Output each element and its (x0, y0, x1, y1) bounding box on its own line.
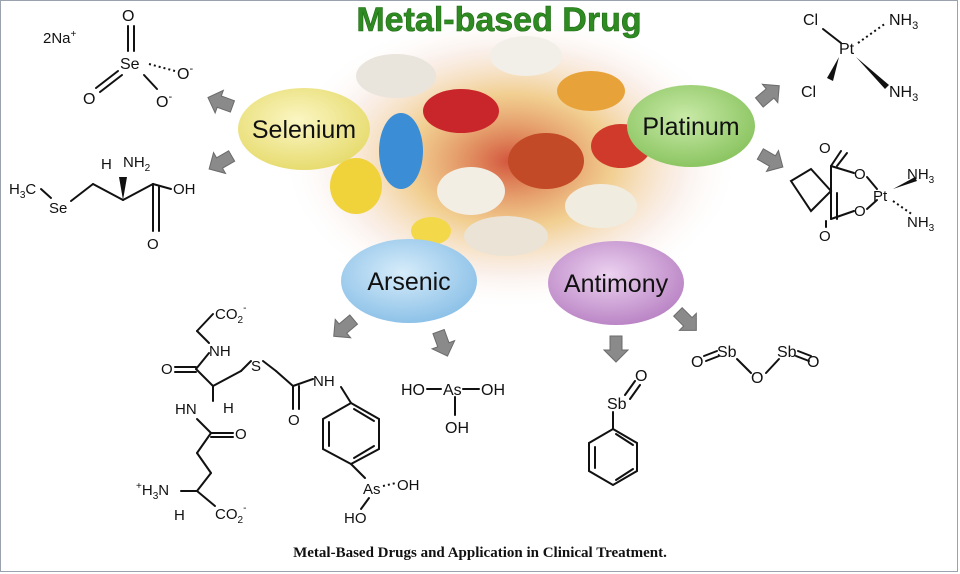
arrow-selenium-selenite (207, 89, 236, 115)
selenium-node: Selenium (238, 88, 370, 170)
darinaparsin-ho: HO (344, 510, 367, 527)
selenite-bottom-o: O- (156, 91, 172, 111)
antimony-label: Antimony (564, 270, 669, 298)
arrow-antimony-trioxide (672, 306, 697, 331)
darinaparsin-nh-mid: NH (313, 373, 335, 390)
carboplatin-o-bottom: O (819, 228, 831, 245)
sodium-selenite-structure: 2Na+ O Se O O- O- (43, 8, 193, 111)
phenylstibine-structure: Sb O (588, 368, 647, 487)
arsenous-oh-bottom: OH (445, 420, 469, 437)
arsenic-node: Arsenic (341, 239, 477, 323)
darinaparsin-nh-top: NH (209, 343, 231, 360)
selenomethionine-h: H (101, 156, 112, 173)
figure-caption: Metal-Based Drugs and Application in Cli… (293, 545, 667, 561)
platinum-node: Platinum (627, 85, 755, 167)
selenite-se: Se (120, 56, 140, 73)
arrow-arsenic-arsenous (430, 328, 456, 357)
selenomethionine-se: Se (49, 200, 67, 217)
darinaparsin-co2-bottom: CO2- (215, 503, 246, 526)
arrow-platinum-cisplatin (754, 83, 780, 108)
carboplatin-o-ring-bottom: O (854, 203, 866, 220)
selenium-label: Selenium (252, 116, 356, 144)
selenite-right-o: O- (177, 63, 193, 83)
cisplatin-pt: Pt (839, 41, 855, 58)
phenylstibine-sb: Sb (607, 396, 627, 413)
darinaparsin-oh: OH (397, 477, 420, 494)
selenomethionine-nh2: NH2 (123, 154, 151, 174)
phenylstibine-o: O (635, 368, 647, 385)
carboplatin-nh3-top: NH3 (907, 166, 935, 186)
arsenous-acid-structure: HO As OH OH (401, 382, 505, 437)
darinaparsin-hn: HN (175, 401, 197, 418)
darinaparsin-structure: CO2- NH O S O NH As OH HO H HN (136, 303, 420, 527)
carboplatin-structure: O O O O Pt NH3 NH3 (789, 140, 935, 245)
cisplatin-structure: Cl NH3 Pt Cl NH3 (801, 12, 918, 104)
darinaparsin-as: As (363, 481, 381, 498)
carboplatin-nh3-bottom: NH3 (907, 214, 935, 234)
platinum-label: Platinum (642, 113, 739, 141)
darinaparsin-h-lower: H (174, 507, 185, 524)
arrow-antimony-phenylstibine (602, 335, 630, 363)
selenomethionine-structure: H3C Se H NH2 OH O (9, 154, 196, 253)
selenomethionine-oh: OH (173, 181, 196, 198)
selenomethionine-h3c: H3C (9, 181, 36, 201)
darinaparsin-nh3: +H3N (136, 481, 169, 502)
trioxide-sb-left: Sb (717, 344, 737, 361)
darinaparsin-o-mid: O (288, 412, 300, 429)
darinaparsin-co2-top: CO2- (215, 303, 246, 326)
darinaparsin-o-left: O (161, 361, 173, 378)
arrow-arsenic-darinaparsin (333, 314, 359, 339)
pills-image (281, 11, 741, 311)
darinaparsin-o-lower: O (235, 426, 247, 443)
arrows (207, 83, 784, 363)
diagram-title: Metal-based Drug (356, 1, 641, 39)
selenomethionine-o: O (147, 236, 159, 253)
arsenous-as: As (443, 382, 462, 399)
carboplatin-o-top: O (819, 140, 831, 157)
cisplatin-cl-top: Cl (803, 12, 818, 29)
darinaparsin-s: S (251, 358, 261, 375)
trioxide-o-right: O (807, 354, 819, 371)
carboplatin-o-ring-top: O (854, 166, 866, 183)
cisplatin-nh3-bottom: NH3 (889, 84, 918, 104)
cisplatin-nh3-top: NH3 (889, 12, 918, 32)
trioxide-o-left: O (691, 354, 703, 371)
trioxide-sb-right: Sb (777, 344, 797, 361)
cisplatin-cl-bottom: Cl (801, 84, 816, 101)
arrow-selenium-selenomethionine (208, 150, 236, 175)
arsenous-oh-right: OH (481, 382, 505, 399)
arrow-platinum-carboplatin (756, 148, 784, 173)
selenite-counterion: 2Na+ (43, 29, 77, 47)
arsenic-label: Arsenic (367, 268, 450, 296)
darinaparsin-h: H (223, 400, 234, 417)
selenite-top-o: O (122, 8, 134, 25)
antimony-trioxide-structure: O Sb O Sb O (691, 344, 819, 387)
arsenous-ho: HO (401, 382, 425, 399)
antimony-node: Antimony (548, 241, 684, 325)
selenite-left-o: O (83, 91, 95, 108)
trioxide-o-mid: O (751, 370, 763, 387)
